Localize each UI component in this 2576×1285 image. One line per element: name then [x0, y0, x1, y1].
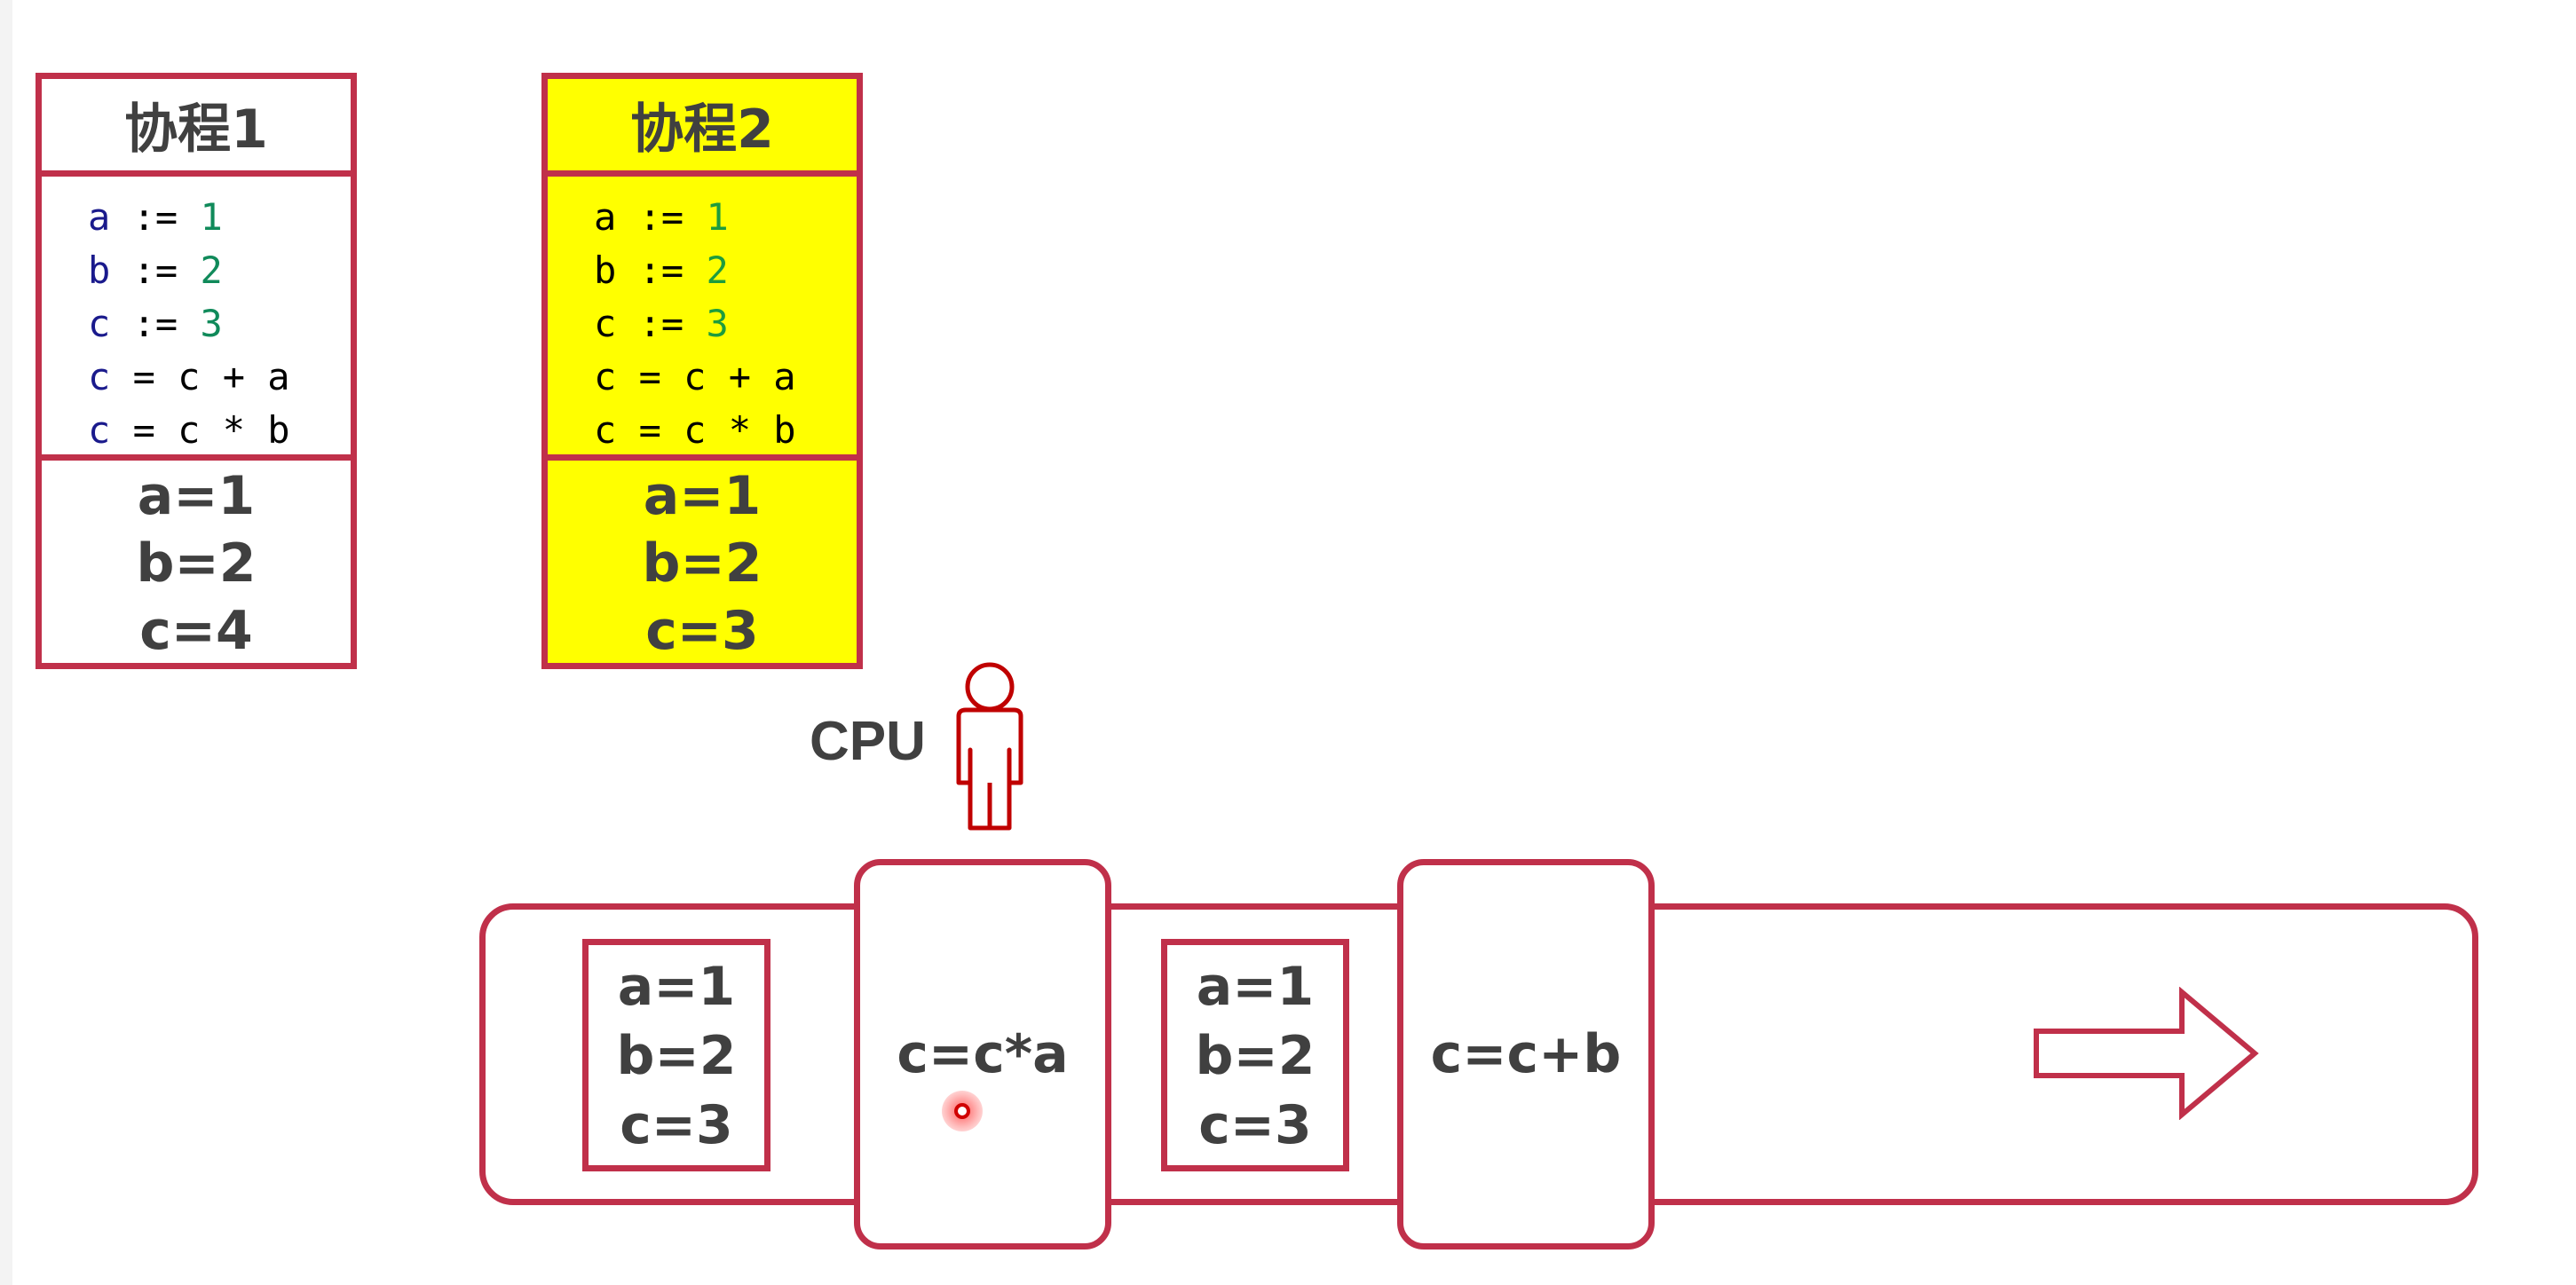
coroutine-2-title: 协程2 [548, 79, 857, 177]
left-edge-strip [0, 0, 12, 1285]
cursor-pointer-indicator [942, 1091, 983, 1131]
saved-context-1: a=1 b=2 c=3 [582, 939, 770, 1171]
code-line: c = c + a [88, 355, 290, 398]
coroutine-1-code: a := 1 b := 2 c := 3 c = c + a c = c * b [42, 177, 351, 461]
cpu-label: CPU [810, 711, 926, 772]
code-line: c := 3 [594, 302, 729, 345]
code-line: b := 2 [594, 248, 729, 292]
value-line: c=3 [620, 1094, 733, 1156]
stack-frame-1: c=c*a [854, 859, 1111, 1250]
saved-context-2: a=1 b=2 c=3 [1161, 939, 1349, 1171]
value-line: b=2 [136, 532, 257, 595]
frame-1-label: c=c*a [897, 1023, 1069, 1085]
value-line: a=1 [643, 465, 762, 527]
value-line: a=1 [137, 465, 256, 527]
value-line: c=3 [645, 600, 759, 662]
coroutine-2-code: a := 1 b := 2 c := 3 c = c + a c = c * b [548, 177, 857, 461]
coroutine-1-values: a=1 b=2 c=4 [42, 461, 351, 665]
code-line: a := 1 [594, 195, 729, 239]
coroutine-2-card: 协程2 a := 1 b := 2 c := 3 c = c + a c = c… [541, 73, 863, 669]
cursor-dot [954, 1103, 970, 1119]
coroutine-1-card: 协程1 a := 1 b := 2 c := 3 c = c + a c = c… [36, 73, 357, 669]
value-line: a=1 [1196, 956, 1315, 1018]
right-arrow-icon [2034, 987, 2259, 1120]
value-line: c=4 [139, 600, 253, 662]
value-line: b=2 [1195, 1025, 1316, 1087]
code-line: c = c + a [594, 355, 796, 398]
value-line: b=2 [642, 532, 763, 595]
coroutine-1-title: 协程1 [42, 79, 351, 177]
value-line: c=3 [1198, 1094, 1312, 1156]
value-line: a=1 [617, 956, 736, 1018]
stack-frame-2: c=c+b [1397, 859, 1655, 1250]
coroutine-2-values: a=1 b=2 c=3 [548, 461, 857, 665]
code-line: b := 2 [88, 248, 223, 292]
person-icon [956, 662, 1023, 831]
code-line: c = c * b [88, 408, 290, 452]
code-line: c = c * b [594, 408, 796, 452]
frame-2-label: c=c+b [1430, 1023, 1622, 1085]
value-line: b=2 [616, 1025, 737, 1087]
code-line: a := 1 [88, 195, 223, 239]
code-line: c := 3 [88, 302, 223, 345]
